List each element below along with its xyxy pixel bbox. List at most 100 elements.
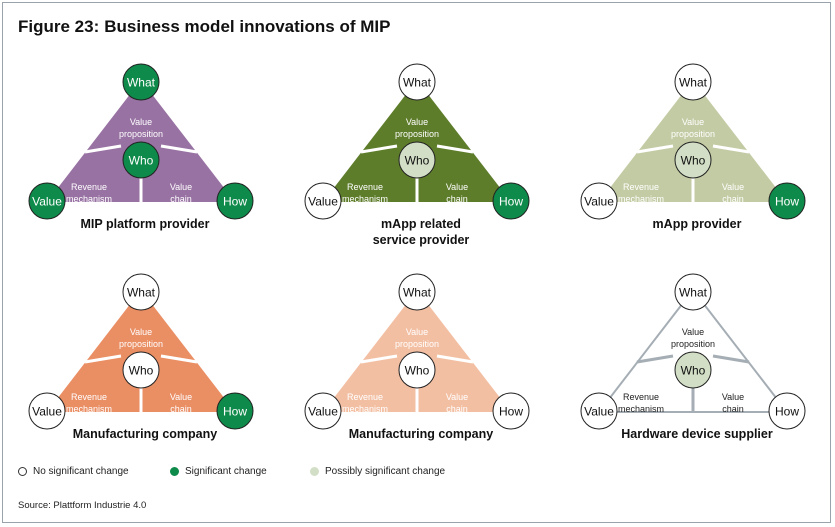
who-circle [674,141,712,179]
value-chain-label-line: chain [722,404,744,414]
triangle-divider [160,354,198,364]
how-circle [768,392,806,430]
who-label: Who [405,154,430,168]
triangle-divider [160,144,198,154]
how-node: How [768,392,806,430]
business-model-triangle [323,290,511,412]
value-node: Value [28,392,66,430]
what-node: What [398,273,436,311]
business-model-triangle [47,80,235,202]
legend-label-possibly-significant: Possibly significant change [325,466,446,477]
revenue-mechanism-label-line: mechanism [618,404,664,414]
how-node: How [216,392,254,430]
value-chain-label: Value chain [446,182,468,204]
who-label: Who [681,154,706,168]
who-node: Who [122,351,160,389]
value-chain-label-line: Value [722,182,744,192]
value-circle [28,182,66,220]
how-node: How [216,182,254,220]
revenue-mechanism-label-line: mechanism [342,194,388,204]
revenue-mechanism-label-line: Revenue [347,182,383,192]
what-circle [398,63,436,101]
who-node: Who [398,141,436,179]
value-label: Value [32,195,62,209]
value-proposition-label-line: proposition [119,339,163,349]
business-model-triangle [599,80,787,202]
legend-label-significant: Significant change [185,466,267,477]
value-proposition-label-line: Value [682,327,704,337]
value-proposition-label-line: Value [406,327,428,337]
how-node: How [492,182,530,220]
value-node: Value [304,182,342,220]
panel-name-line: Manufacturing company [72,427,218,441]
how-label: How [499,195,523,209]
value-chain-label-line: chain [446,404,468,414]
panel-name-line: Hardware device supplier [621,427,773,441]
legend-swatch-possibly-significant [310,467,319,476]
value-chain-label-line: Value [170,392,192,402]
business-model-triangle [323,80,511,202]
value-chain-label-line: Value [170,182,192,192]
legend-swatch-no-change [18,467,27,476]
revenue-mechanism-label-line: Revenue [623,392,659,402]
how-circle [492,182,530,220]
value-chain-label-line: Value [446,182,468,192]
value-proposition-label-line: Value [682,117,704,127]
value-chain-label-line: chain [170,194,192,204]
who-circle [674,351,712,389]
value-circle [28,392,66,430]
triangle-divider [712,354,750,364]
value-label: Value [308,405,338,419]
triangle-divider [636,354,674,364]
triangle-divider [360,144,398,154]
value-proposition-label-line: proposition [395,129,439,139]
who-label: Who [405,364,430,378]
how-label: How [775,405,799,419]
value-chain-label-line: Value [722,392,744,402]
triangle-divider [436,144,474,154]
panel-name: Manufacturing company [306,426,536,442]
triangle-divider [636,144,674,154]
legend-label-no-change: No significant change [33,466,129,477]
what-node: What [122,63,160,101]
revenue-mechanism-label-line: mechanism [66,194,112,204]
revenue-mechanism-label: Revenue mechanism [342,182,388,204]
what-label: What [403,76,432,90]
who-label: Who [681,364,706,378]
value-label: Value [584,405,614,419]
value-label: Value [584,195,614,209]
how-label: How [223,195,247,209]
panel-name-line: Manufacturing company [348,427,494,441]
how-label: How [775,195,799,209]
value-circle [580,182,618,220]
revenue-mechanism-label-line: mechanism [342,404,388,414]
figure-number: Figure 23: [18,17,100,36]
panel-name: Hardware device supplier [582,426,812,442]
who-label: Who [129,364,154,378]
legend-swatch-significant [170,467,179,476]
triangle-divider [712,144,750,154]
value-chain-label-line: chain [446,194,468,204]
what-circle [122,273,160,311]
figure-title-text: Business model innovations of MIP [104,17,391,36]
how-label: How [499,405,523,419]
value-node: Value [304,392,342,430]
how-label: How [223,405,247,419]
what-label: What [679,76,708,90]
what-circle [122,63,160,101]
value-proposition-label-line: Value [130,117,152,127]
